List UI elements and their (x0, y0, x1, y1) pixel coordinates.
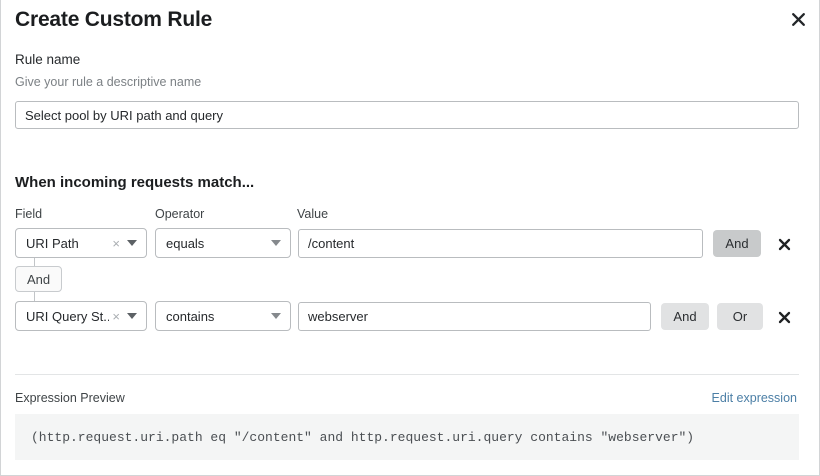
rule-name-hint: Give your rule a descriptive name (15, 75, 202, 89)
clear-icon[interactable]: × (112, 308, 120, 324)
operator-select-row-2-label: contains (166, 308, 215, 324)
or-button-row-2[interactable]: Or (717, 303, 763, 330)
connector-line-bottom (34, 292, 35, 302)
chevron-down-icon (127, 313, 137, 319)
close-icon[interactable] (785, 6, 811, 32)
field-select-row-2[interactable]: URI Query St... × (15, 301, 147, 331)
and-button-row-1[interactable]: And (713, 230, 761, 257)
field-select-row-1-label: URI Path (26, 235, 79, 251)
value-input-row-2[interactable] (298, 302, 651, 331)
operator-select-row-1[interactable]: equals (155, 228, 291, 258)
connector-line-top (34, 258, 35, 268)
section-divider (15, 374, 799, 375)
operator-select-row-2[interactable]: contains (155, 301, 291, 331)
field-select-row-1[interactable]: URI Path × (15, 228, 147, 258)
expression-preview-label: Expression Preview (15, 391, 125, 405)
dialog-title: Create Custom Rule (15, 8, 213, 31)
group-connector-and[interactable]: And (15, 266, 63, 292)
rule-name-label: Rule name (15, 52, 81, 67)
remove-row-1-icon[interactable] (773, 233, 795, 255)
match-section-heading: When incoming requests match... (15, 174, 255, 191)
chevron-down-icon (271, 313, 281, 319)
rule-name-input[interactable] (15, 101, 799, 129)
column-header-operator: Operator (155, 207, 205, 221)
expression-preview-code: (http.request.uri.path eq "/content" and… (31, 429, 695, 445)
and-button-row-2[interactable]: And (661, 303, 709, 330)
clear-icon[interactable]: × (112, 235, 120, 251)
column-header-value: Value (297, 207, 329, 221)
value-input-row-1[interactable] (298, 229, 703, 258)
chevron-down-icon (271, 240, 281, 246)
field-select-row-2-label: URI Query St... (26, 308, 110, 324)
column-header-field: Field (15, 207, 43, 221)
remove-row-2-icon[interactable] (773, 306, 795, 328)
edit-expression-link[interactable]: Edit expression (711, 391, 797, 405)
chevron-down-icon (127, 240, 137, 246)
operator-select-row-1-label: equals (166, 235, 205, 251)
expression-preview-box: (http.request.uri.path eq "/content" and… (15, 414, 799, 460)
